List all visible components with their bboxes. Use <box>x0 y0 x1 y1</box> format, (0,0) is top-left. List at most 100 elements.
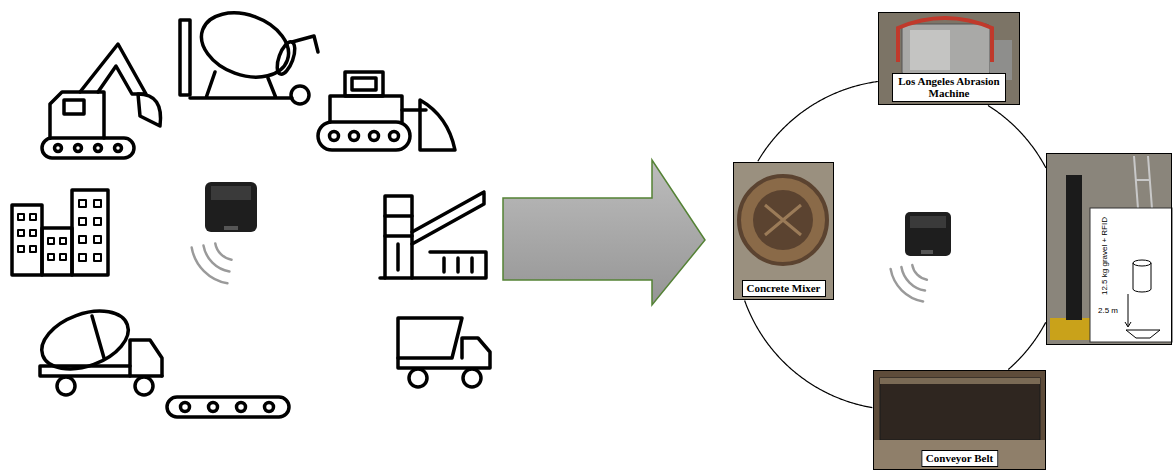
mixer-truck-icon <box>34 300 162 395</box>
window <box>30 214 36 220</box>
photo-caption: Concrete Mixer <box>741 280 825 297</box>
tag-notch <box>224 226 238 230</box>
concrete-mixer-icon <box>180 1 318 104</box>
drum-opening <box>274 40 299 77</box>
roller <box>209 403 218 412</box>
wave <box>901 267 925 291</box>
tag-body <box>205 182 257 232</box>
stand <box>190 72 292 98</box>
mixer-drum <box>739 176 827 264</box>
tag-notch <box>921 250 933 254</box>
window <box>79 218 86 225</box>
paddles <box>765 205 801 235</box>
rfid-tag <box>205 182 257 232</box>
drum <box>34 300 136 380</box>
tag-body <box>905 212 951 256</box>
photo-panel: 12.5 kg gravel + RFID2.5 m <box>1046 153 1172 345</box>
track-wheel <box>95 145 102 152</box>
photo-ground <box>1046 153 1172 345</box>
cab <box>50 92 104 138</box>
dimension-line <box>1125 294 1131 327</box>
wave <box>192 248 228 284</box>
window <box>79 254 86 261</box>
roller <box>237 403 246 412</box>
blade <box>420 100 455 150</box>
conveyor <box>412 192 484 244</box>
window <box>18 214 24 220</box>
yellow-base <box>1050 318 1090 340</box>
plant-base <box>380 252 486 278</box>
boom <box>80 44 146 94</box>
photo-caption: Los Angeles Abrasion Machine <box>892 73 1006 102</box>
wheel <box>135 377 153 395</box>
bench <box>873 440 1046 470</box>
excavator-icon <box>42 44 161 158</box>
sketch-panel <box>1090 208 1172 342</box>
wave <box>891 269 924 302</box>
photo-ground <box>873 370 1046 470</box>
concrete-mixer-photo <box>733 162 834 300</box>
tag-top <box>910 216 946 228</box>
cylinder-sketch <box>1125 260 1160 338</box>
photo-ground <box>878 12 1020 105</box>
track-wheel <box>330 132 339 141</box>
drum <box>192 1 297 88</box>
window <box>60 238 66 244</box>
plant-stripes <box>444 258 472 272</box>
window <box>48 238 54 244</box>
buildings-icon <box>12 190 108 275</box>
windows <box>18 200 101 261</box>
building <box>42 228 72 275</box>
window <box>79 200 86 207</box>
drum-stripe <box>92 316 104 358</box>
roller <box>181 403 190 412</box>
cab-window <box>64 100 84 114</box>
frame <box>180 20 190 95</box>
truck-cab <box>130 340 162 376</box>
drum-inside <box>753 190 813 250</box>
roller <box>265 403 274 412</box>
funnel <box>1126 330 1160 338</box>
belt <box>167 397 289 417</box>
track-wheel <box>370 132 379 141</box>
truck-cab <box>398 338 490 368</box>
window <box>79 236 86 243</box>
window <box>18 246 24 252</box>
rfid-tag <box>905 212 951 256</box>
photo-panel: Concrete Mixer <box>733 162 834 300</box>
building <box>12 205 42 275</box>
track-wheel <box>115 145 122 152</box>
bulldozer-icon <box>318 72 455 150</box>
belt <box>880 378 1040 440</box>
dump-truck-icon <box>398 318 490 387</box>
chassis <box>40 366 162 376</box>
window <box>60 254 66 260</box>
window <box>30 230 36 236</box>
track-wheel <box>390 132 399 141</box>
window <box>94 254 101 261</box>
wave <box>204 246 230 272</box>
cylinder-sides <box>1133 263 1151 292</box>
handle <box>292 36 318 52</box>
abrasion-machine-photo <box>878 12 1020 105</box>
photo-panel: Los Angeles Abrasion Machine <box>878 12 1020 105</box>
wave <box>912 265 927 280</box>
ring-connector <box>988 105 1046 167</box>
transition-arrow <box>503 160 705 305</box>
body <box>330 96 402 122</box>
track-wheel <box>75 145 82 152</box>
window <box>18 230 24 236</box>
blade-arm <box>402 108 426 112</box>
conveyor-belt-photo <box>873 370 1046 470</box>
cab <box>345 72 383 96</box>
wheel <box>463 369 481 387</box>
belt-edge <box>880 378 1040 384</box>
photo-caption: Conveyor Belt <box>921 450 998 467</box>
machine-drum <box>902 24 990 76</box>
machine-face <box>910 30 950 70</box>
window <box>94 236 101 243</box>
wheel <box>291 86 309 104</box>
sketch-label: 12.5 kg gravel + RFID <box>1101 217 1109 295</box>
window <box>30 246 36 252</box>
